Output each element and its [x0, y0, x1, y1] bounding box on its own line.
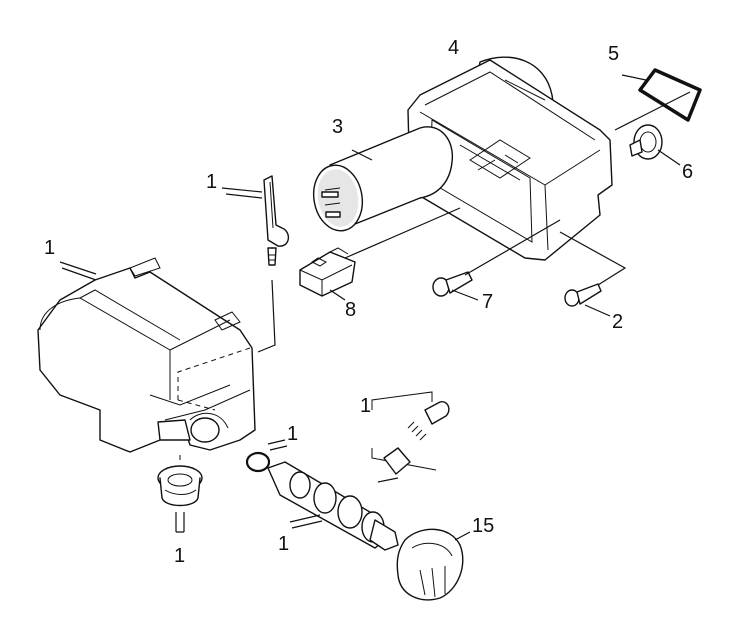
part-6-plug	[629, 124, 681, 166]
part-spring-assembly	[371, 391, 450, 483]
part-main-housing	[37, 257, 256, 453]
part-grommet	[157, 452, 203, 533]
callout-7: 7	[482, 291, 493, 313]
callout-1-spring: 1	[360, 395, 371, 417]
callout-1-grommet: 1	[174, 545, 185, 567]
callout-2: 2	[612, 311, 623, 333]
callout-15: 15	[472, 515, 494, 537]
callout-4: 4	[448, 37, 459, 59]
part-o-ring	[245, 439, 288, 473]
callout-1-housing: 1	[44, 237, 55, 259]
callout-3: 3	[332, 116, 343, 138]
part-7-screw	[432, 219, 561, 301]
callout-1-oring: 1	[287, 423, 298, 445]
part-8-connector	[299, 207, 461, 301]
callout-1-shaft: 1	[278, 533, 289, 555]
part-5-gasket	[614, 68, 702, 131]
part-pin	[221, 175, 289, 353]
callout-5: 5	[608, 43, 619, 65]
callout-1-pin: 1	[206, 171, 217, 193]
callout-8: 8	[345, 299, 356, 321]
part-2-screw	[559, 231, 627, 317]
part-shaft	[267, 461, 399, 551]
callout-6: 6	[682, 161, 693, 183]
part-15-knob	[396, 528, 471, 601]
part-3-motor	[312, 126, 454, 232]
